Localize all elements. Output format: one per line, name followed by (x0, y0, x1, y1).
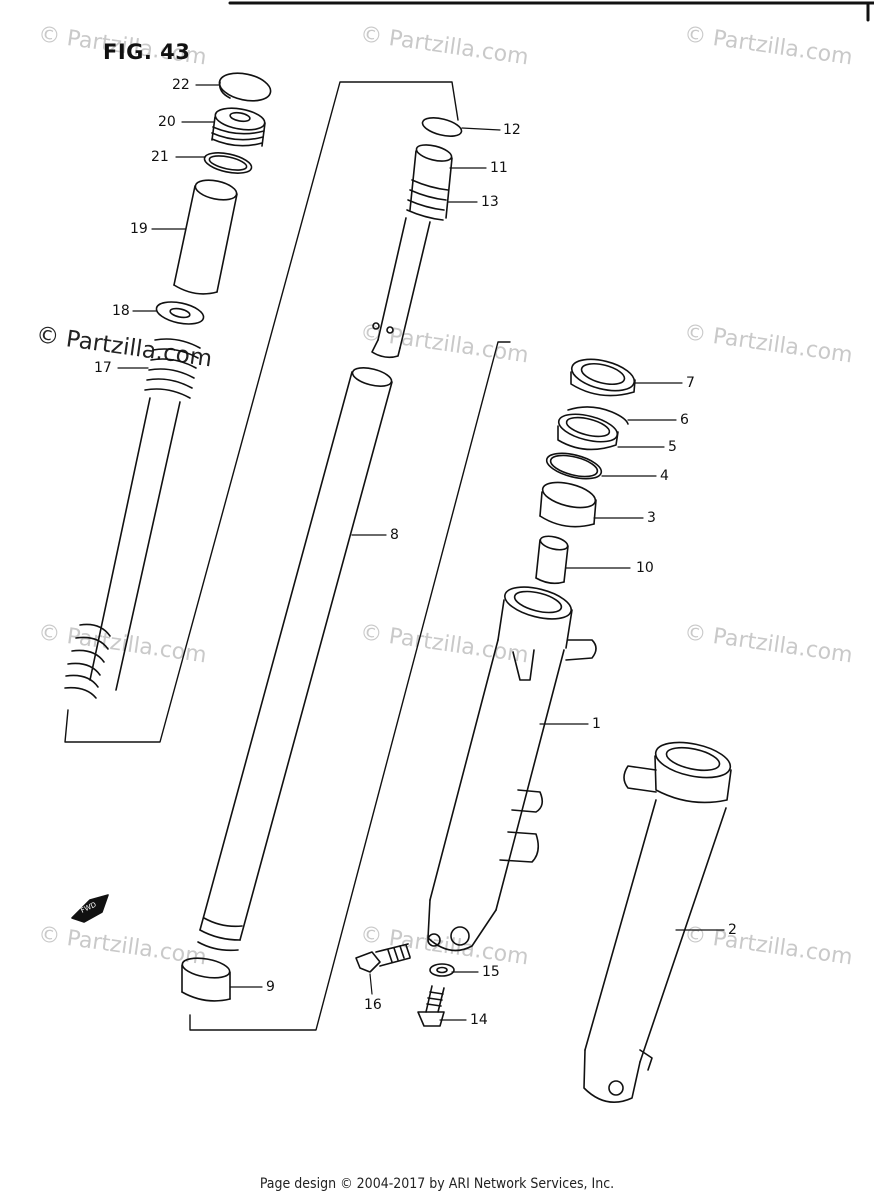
part-9-bushing (181, 957, 231, 1002)
part-1-outer-tube (427, 586, 597, 952)
callout-1: 1 (592, 716, 601, 732)
fwd-arrow-icon (71, 894, 109, 923)
figure-title: FIG. 43 (103, 40, 191, 64)
callout-19: 19 (130, 221, 148, 237)
part-22-cap (218, 72, 272, 102)
callout-7: 7 (686, 375, 695, 391)
part-21-o-ring (203, 152, 253, 174)
part-18-washer (155, 301, 205, 325)
part-10-collar (535, 535, 569, 585)
callout-14: 14 (470, 1012, 488, 1028)
callout-10: 10 (636, 560, 654, 576)
callout-5: 5 (668, 439, 677, 455)
callout-15: 15 (482, 964, 500, 980)
part-4-washer (545, 452, 603, 480)
part-17-spring (64, 338, 201, 699)
callout-12: 12 (503, 122, 521, 138)
part-8-inner-tube (197, 367, 393, 952)
part-7-dust-seal (570, 358, 636, 397)
part-20-bolt (211, 107, 266, 147)
part-12-ring (421, 117, 463, 137)
callout-22: 22 (172, 77, 190, 93)
leader-lines (117, 84, 725, 1021)
callout-2: 2 (728, 922, 737, 938)
callout-17: 17 (94, 360, 112, 376)
part-16-bolt (355, 943, 411, 973)
part-3-bushing (539, 481, 597, 528)
callout-20: 20 (158, 114, 176, 130)
callout-9: 9 (266, 979, 275, 995)
callout-16: 16 (364, 997, 382, 1013)
callout-3: 3 (647, 510, 656, 526)
callout-6: 6 (680, 412, 689, 428)
callout-8: 8 (390, 527, 399, 543)
part-19-spacer (173, 179, 238, 295)
callout-4: 4 (660, 468, 669, 484)
callout-21: 21 (151, 149, 169, 165)
part-2-outer-tube (583, 741, 732, 1104)
part-6-clip (567, 406, 629, 425)
callout-11: 11 (490, 160, 508, 176)
part-15-washer (429, 963, 455, 977)
page-footer: Page design © 2004-2017 by ARI Network S… (259, 1176, 615, 1192)
part-5-oil-seal (557, 413, 619, 451)
part-14-bolt (417, 985, 445, 1027)
callout-18: 18 (112, 303, 130, 319)
part-11-13-damper-top (371, 144, 453, 359)
callout-13: 13 (481, 194, 499, 210)
